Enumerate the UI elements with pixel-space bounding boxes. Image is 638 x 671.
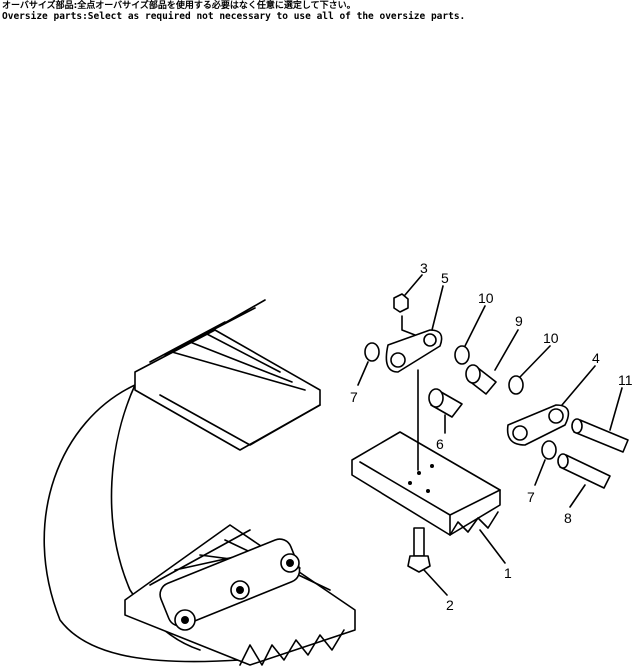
- note-english: Oversize parts:Select as required not ne…: [2, 11, 466, 22]
- seal-7a: [364, 342, 380, 362]
- callout-7a: 7: [350, 389, 358, 405]
- callout-1: 1: [504, 565, 512, 581]
- seal-7b: [541, 440, 557, 460]
- nut: [393, 293, 409, 313]
- callout-2: 2: [446, 597, 454, 613]
- callout-6: 6: [436, 436, 444, 452]
- callout-11: 11: [618, 372, 633, 388]
- bushing-9: [465, 364, 497, 395]
- callout-5: 5: [441, 270, 449, 286]
- callout-10b: 10: [543, 330, 559, 346]
- seal-10b: [508, 375, 524, 395]
- callout-10a: 10: [478, 290, 494, 306]
- bushing-6: [428, 388, 463, 418]
- track-shoe: [351, 431, 501, 536]
- seal-10a: [454, 345, 470, 365]
- link-left: [385, 315, 443, 471]
- callout-9: 9: [515, 313, 523, 329]
- callout-4: 4: [592, 350, 600, 366]
- link-right: [506, 404, 570, 446]
- shoe-bolt: [407, 527, 431, 573]
- callout-7b: 7: [527, 489, 535, 505]
- callout-3: 3: [420, 260, 428, 276]
- pin-11: [571, 418, 629, 453]
- pin-8: [557, 453, 611, 489]
- callout-8: 8: [564, 510, 572, 526]
- track-assembly: [43, 299, 356, 666]
- note-japanese: オーバサイズ部品:全点オーバサイズ部品を使用する必要はなく任意に選定して下さい。: [2, 1, 356, 11]
